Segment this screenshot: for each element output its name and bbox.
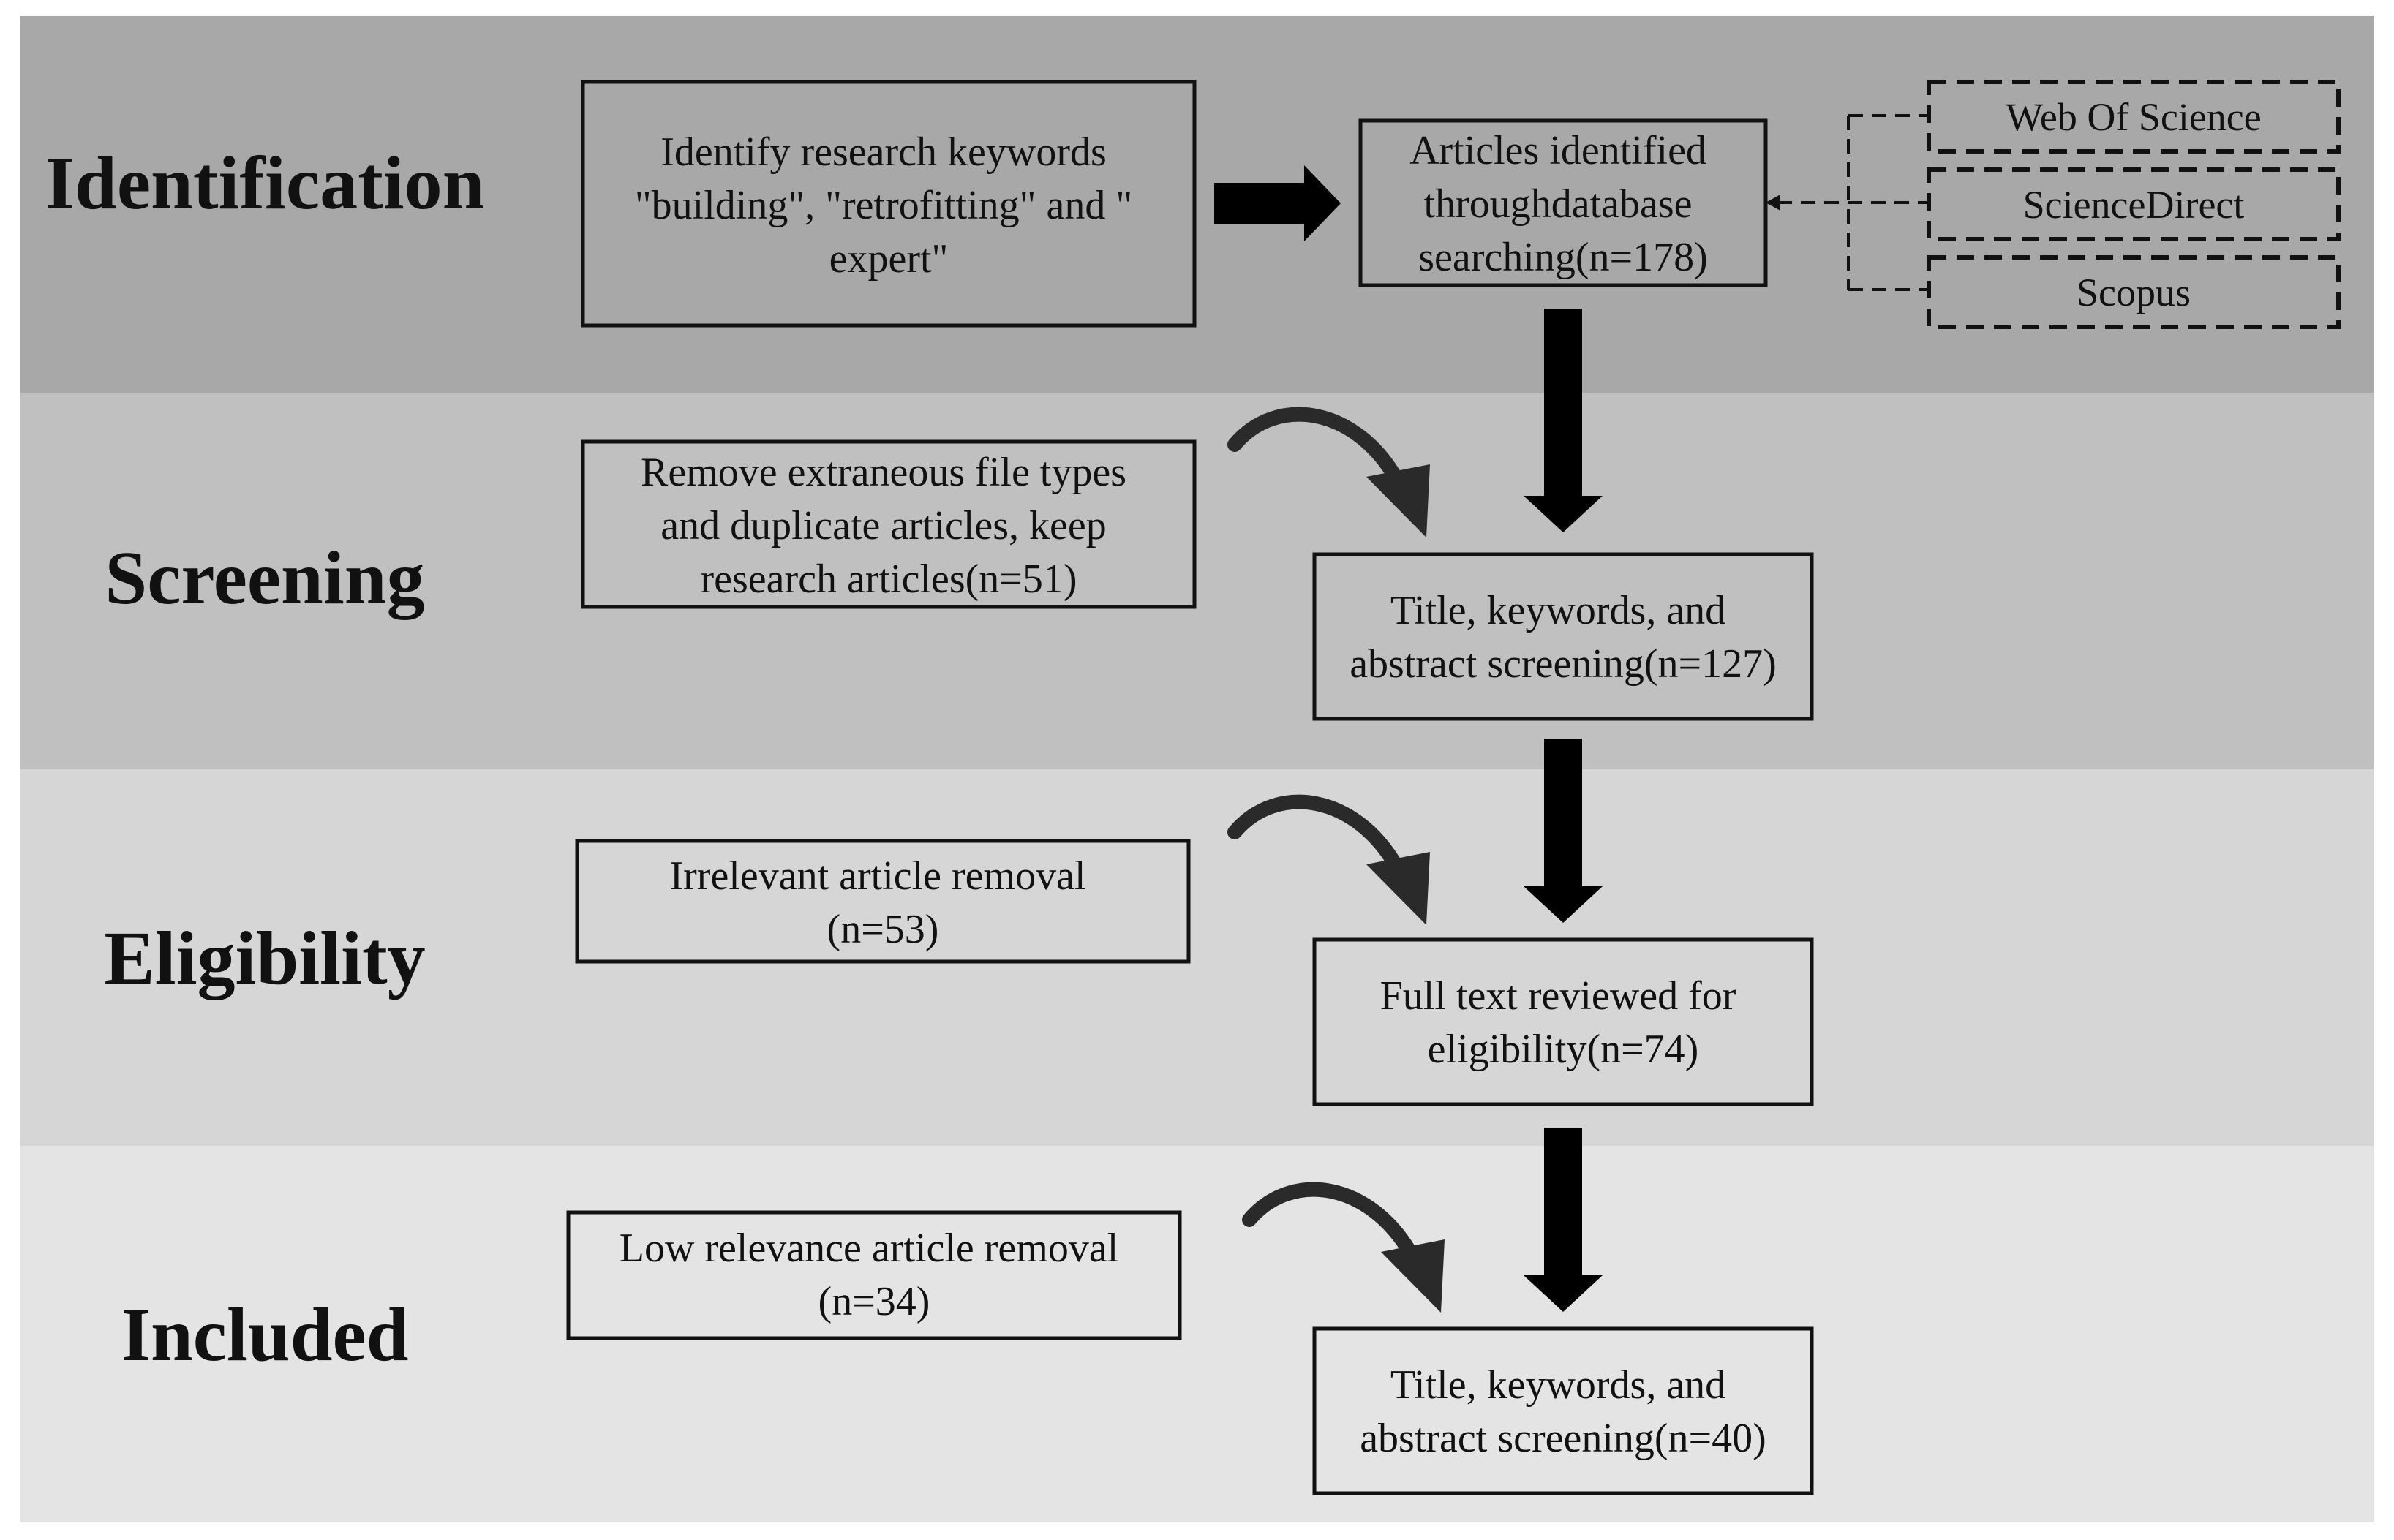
source-box-sciencedirect (1927, 167, 2341, 241)
stage-label-included: Included (121, 1293, 408, 1377)
curved-arrow-3-head (1381, 1239, 1445, 1313)
screening-line-2: abstract screening(n=127) (1350, 641, 1777, 687)
curved-arrow-2 (1227, 794, 1406, 877)
keywords-box (581, 80, 1197, 328)
source-label-sciencedirect: ScienceDirect (2023, 183, 2245, 227)
removal-screening-line-2: and duplicate articles, keep (660, 503, 1107, 548)
final-screening-box (1312, 1326, 1814, 1495)
source-label-web-of-science: Web Of Science (2006, 95, 2262, 139)
removal-screening-line-1: Remove extraneous file types (641, 450, 1126, 495)
right-arrow (1214, 165, 1341, 241)
band-included (20, 1146, 2374, 1522)
screening-line-1: Title, keywords, and (1390, 588, 1725, 633)
articles-identified-box (1358, 118, 1768, 287)
curved-arrow-1-head (1366, 464, 1430, 537)
keywords-line-2: "building", "retrofitting" and " (635, 183, 1132, 228)
down-arrow-2 (1524, 739, 1603, 923)
eligibility-line-2: eligibility(n=74) (1428, 1027, 1699, 1072)
source-box-scopus (1927, 255, 2341, 329)
removal-box-screening-text: Remove extraneous file types and duplica… (641, 450, 1137, 602)
removal-included-line-2: (n=34) (818, 1279, 930, 1324)
stage-label-identification: Identification (45, 141, 485, 225)
removal-screening-line-3: research articles(n=51) (700, 556, 1077, 602)
removal-box-screening (581, 439, 1197, 609)
title-abstract-screening-text: Title, keywords, and abstract screening(… (1350, 588, 1777, 687)
final-screening-text: Title, keywords, and abstract screening(… (1360, 1362, 1766, 1461)
full-text-review-text: Full text reviewed for eligibility(n=74) (1380, 973, 1747, 1072)
title-abstract-screening-box (1312, 552, 1814, 721)
keywords-box-text: Identify research keywords "building", "… (635, 129, 1143, 282)
eligibility-line-1: Full text reviewed for (1380, 973, 1736, 1019)
removal-included-line-1: Low relevance article removal (620, 1226, 1119, 1271)
source-connectors (1777, 114, 1929, 291)
band-eligibility (20, 769, 2374, 1146)
removal-eligibility-line-1: Irrelevant article removal (670, 853, 1086, 899)
keywords-line-1: Identify research keywords (660, 129, 1107, 175)
band-screening (20, 393, 2374, 769)
articles-identified-text: Articles identified throughdatabase sear… (1409, 128, 1717, 280)
down-arrow-3 (1524, 1128, 1603, 1312)
source-label-scopus: Scopus (2077, 271, 2191, 314)
included-line-1: Title, keywords, and (1390, 1362, 1725, 1408)
stage-label-screening: Screening (105, 536, 424, 620)
removal-box-included (566, 1210, 1182, 1340)
curved-arrow-2-head (1366, 852, 1430, 925)
articles-line-1: Articles identified (1409, 128, 1706, 173)
full-text-review-box (1312, 937, 1814, 1106)
down-arrow-1 (1524, 309, 1603, 532)
removal-box-eligibility (575, 839, 1191, 964)
removal-box-eligibility-text: Irrelevant article removal (n=53) (670, 853, 1096, 952)
removal-box-included-text: Low relevance article removal (n=34) (620, 1226, 1129, 1324)
source-arrowhead (1766, 195, 1780, 211)
stage-label-eligibility: Eligibility (104, 916, 425, 1000)
articles-line-2: throughdatabase (1424, 181, 1693, 227)
articles-line-3: searching(n=178) (1418, 235, 1707, 280)
included-line-2: abstract screening(n=40) (1360, 1416, 1766, 1461)
curved-arrow-3 (1242, 1182, 1420, 1265)
keywords-line-3: expert" (829, 236, 949, 282)
removal-eligibility-line-2: (n=53) (827, 907, 939, 952)
curved-arrow-1 (1227, 407, 1406, 490)
band-identification (20, 16, 2374, 393)
